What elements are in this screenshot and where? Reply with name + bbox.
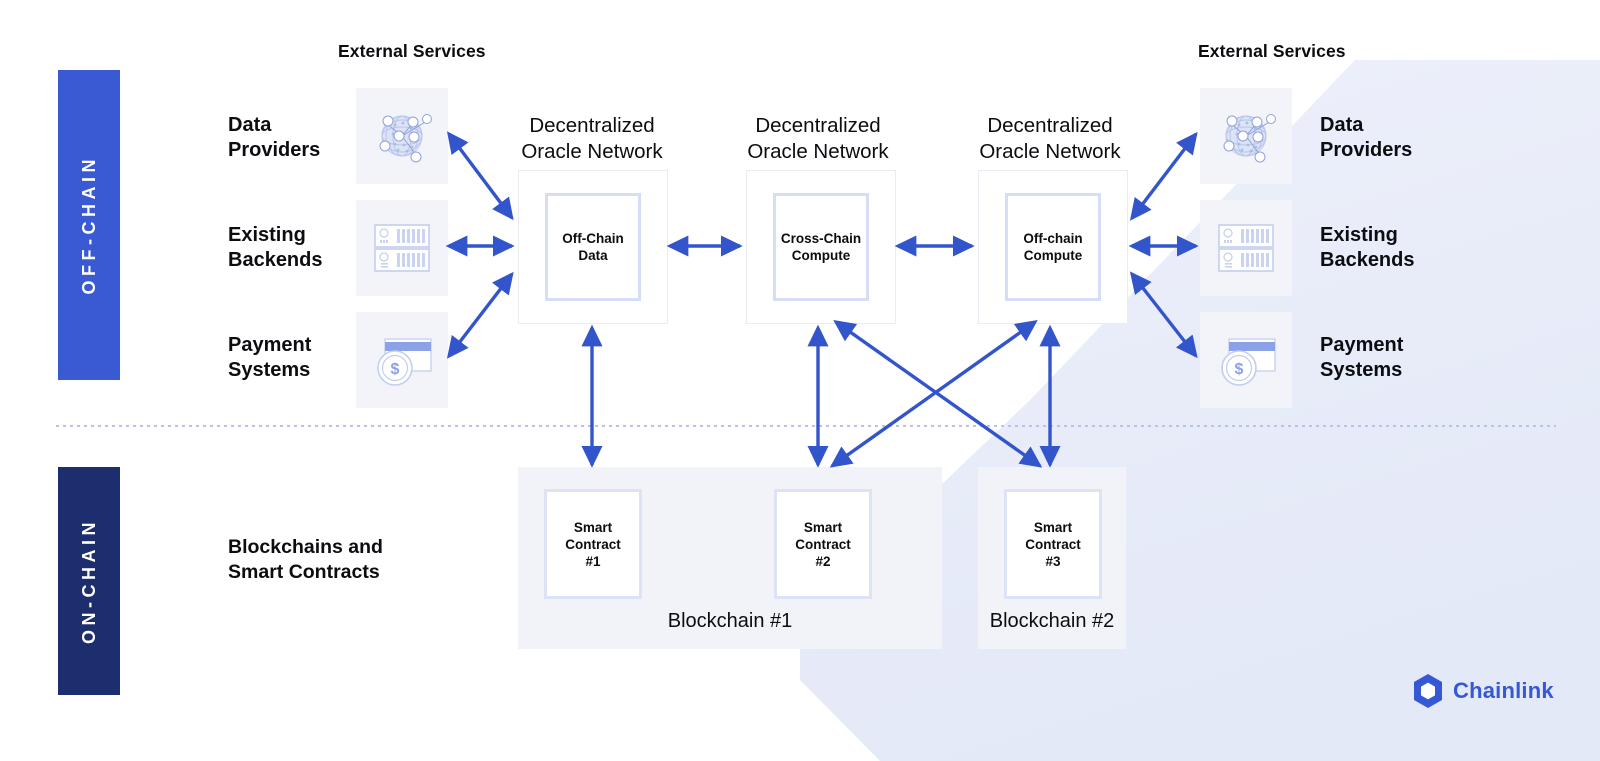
offchain-layer-label: OFF-CHAIN <box>78 155 99 295</box>
service-label-existing-backends-left: Existing Backends <box>228 224 323 271</box>
arrow-payments-left-to-oracle1 <box>446 271 514 359</box>
chainlink-logo: Chainlink <box>1412 673 1554 709</box>
credit-card-coin-icon: $ <box>1221 338 1276 386</box>
oracle-node-crosschain-compute: Cross-Chain Compute <box>773 193 869 301</box>
smart-contract-box-2[interactable]: Smart Contract #2 <box>774 489 872 599</box>
onchain-description: Blockchains and Smart Contracts <box>228 536 383 583</box>
oracle-node-offchain-compute: Off-chain Compute <box>1005 193 1101 301</box>
server-rack-icon <box>374 224 430 272</box>
svg-text:$: $ <box>1235 361 1244 378</box>
oracle-network-box-2[interactable]: Cross-Chain Compute <box>746 170 896 324</box>
oracle-network-title-3: Decentralized Oracle Network <box>979 114 1121 163</box>
oracle-network-box-3[interactable]: Off-chain Compute <box>978 170 1128 324</box>
service-tile-existing-backends-right <box>1200 200 1292 296</box>
onchain-layer-label: ON-CHAIN <box>78 518 99 644</box>
service-label-payment-systems-left: Payment Systems <box>228 334 312 381</box>
blockchain-label-1: Blockchain #1 <box>667 610 793 632</box>
service-label-existing-backends-right: Existing Backends <box>1320 224 1415 271</box>
chainlink-hexagon-icon <box>1414 674 1442 708</box>
service-tile-data-providers-left <box>356 88 448 184</box>
service-tile-payment-systems-left: $ <box>356 312 448 408</box>
oracle-node-offchain-data: Off-Chain Data <box>545 193 641 301</box>
external-services-header-right: External Services <box>1198 41 1346 61</box>
service-label-payment-systems-right: Payment Systems <box>1320 334 1404 381</box>
external-services-header-left: External Services <box>338 41 486 61</box>
onchain-offchain-divider <box>56 425 1556 427</box>
oracle-network-title-2: Decentralized Oracle Network <box>747 114 889 163</box>
svg-text:$: $ <box>391 361 400 378</box>
chainlink-wordmark: Chainlink <box>1453 678 1554 703</box>
credit-card-coin-icon: $ <box>377 338 432 386</box>
globe-network-icon <box>379 114 432 163</box>
globe-network-icon <box>1223 114 1276 163</box>
blockchain-label-2: Blockchain #2 <box>989 610 1115 632</box>
oracle-network-title-1: Decentralized Oracle Network <box>521 114 663 163</box>
service-tile-existing-backends-left <box>356 200 448 296</box>
service-tile-data-providers-right <box>1200 88 1292 184</box>
offchain-layer-bar: OFF-CHAIN <box>58 70 120 380</box>
onchain-layer-bar: ON-CHAIN <box>58 467 120 695</box>
service-tile-payment-systems-right: $ <box>1200 312 1292 408</box>
oracle-network-box-1[interactable]: Off-Chain Data <box>518 170 668 324</box>
smart-contract-box-3[interactable]: Smart Contract #3 <box>1004 489 1102 599</box>
service-label-data-providers-left: Data Providers <box>228 114 321 161</box>
server-rack-icon <box>1218 224 1274 272</box>
arrow-oracle3-to-contract2-diagonal <box>829 320 1038 468</box>
arrow-oracle2-to-contract3-diagonal <box>833 320 1043 468</box>
service-label-data-providers-right: Data Providers <box>1320 114 1413 161</box>
arrow-oracle3-to-payments-right <box>1129 271 1198 359</box>
smart-contract-box-1[interactable]: Smart Contract #1 <box>544 489 642 599</box>
